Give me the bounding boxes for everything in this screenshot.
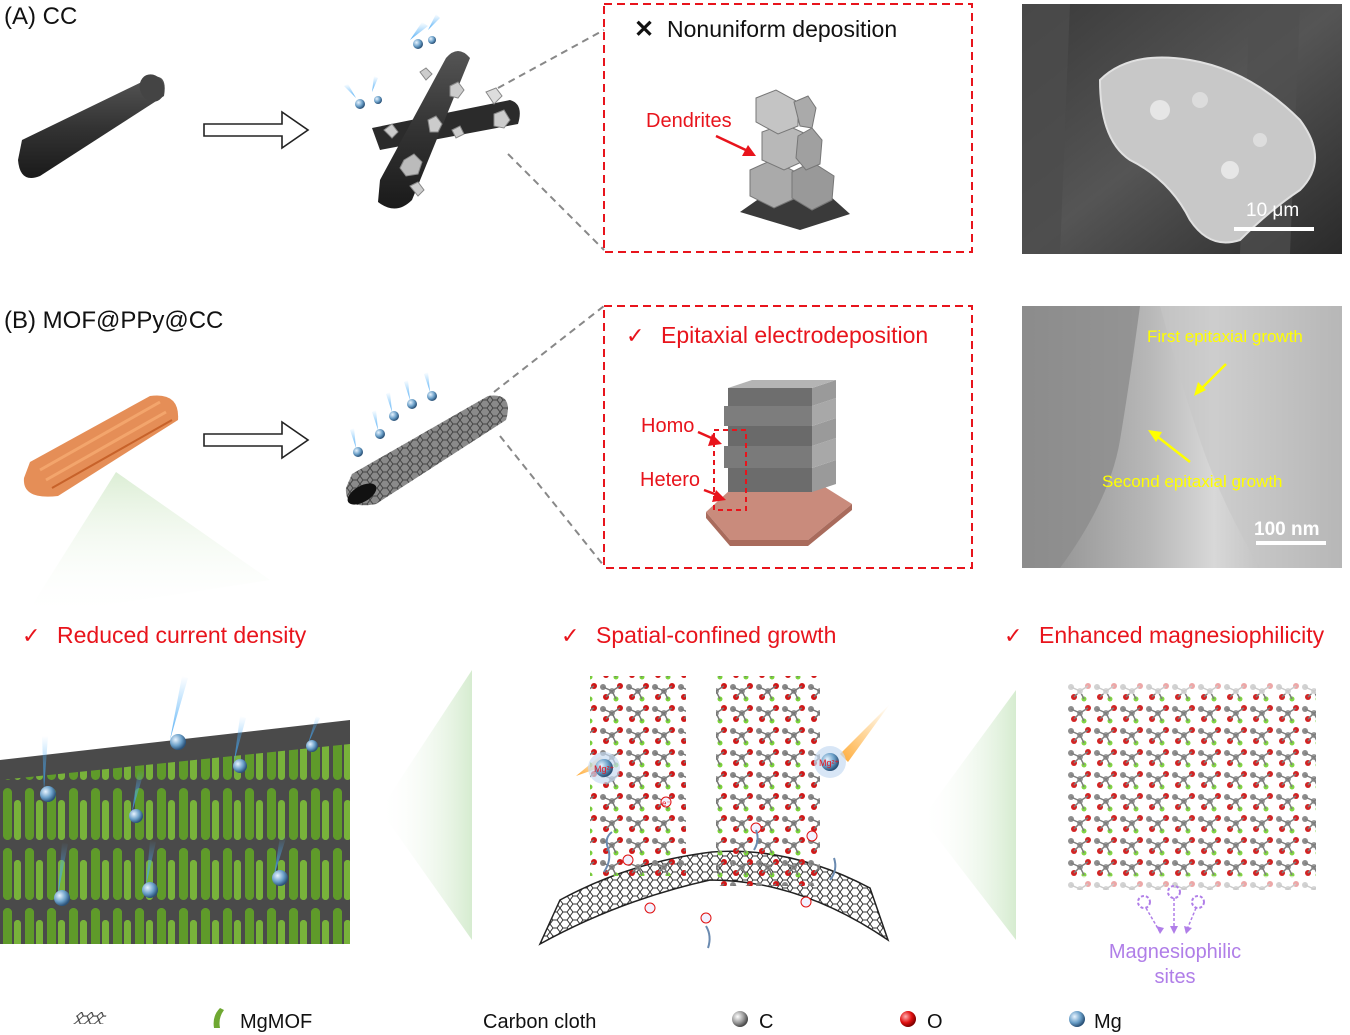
legend-carbon-atom-icon xyxy=(732,1011,748,1027)
mof-forest-illustration xyxy=(0,676,350,944)
scale-bar-a xyxy=(1234,227,1314,231)
feature-magnesiophilicity: Enhanced magnesiophilicity xyxy=(1039,622,1325,648)
callout-title-b: Epitaxial electrodeposition xyxy=(661,322,928,348)
first-growth-arrow xyxy=(1194,363,1227,396)
check-icon-1: ✓ xyxy=(22,623,40,648)
feature-reduced-current: Reduced current density xyxy=(57,622,307,648)
mof-coated-rod xyxy=(345,395,508,506)
first-growth-label: First epitaxial growth xyxy=(1147,327,1303,346)
feature-spatial-confined: Spatial-confined growth xyxy=(596,622,836,648)
zoom-guide-b xyxy=(493,305,605,567)
epitaxial-stack-illustration xyxy=(706,380,852,546)
second-growth-label: Second epitaxial growth xyxy=(1102,472,1283,491)
dendrites-arrow xyxy=(715,134,756,156)
legend-carbon-cloth-icon xyxy=(73,1012,108,1024)
mof-ppy-fiber-bundle xyxy=(23,395,179,497)
scale-bar-label-b: 100 nm xyxy=(1254,519,1319,540)
sem-image-b xyxy=(1022,306,1342,568)
magnesiophilic-sites-label-line2: sites xyxy=(1154,966,1195,988)
legend-carbon-cloth-label: Carbon cloth xyxy=(483,1011,596,1033)
mof-lattice-illustration xyxy=(1066,680,1316,934)
mg-ion-label-right: Mg²⁺ xyxy=(819,758,839,768)
flow-triangle-right xyxy=(922,690,1016,940)
hetero-arrow xyxy=(703,488,726,502)
panel-b-label: (B) MOF@PPy@CC xyxy=(4,307,223,334)
homo-label: Homo xyxy=(641,415,694,437)
legend-mgmof-label: MgMOF xyxy=(240,1011,312,1033)
panel-a-label: (A) CC xyxy=(4,3,77,30)
hetero-label: Hetero xyxy=(640,469,700,491)
callout-box-b xyxy=(603,305,973,569)
process-arrow-b xyxy=(203,420,310,460)
mof-on-graphene-illustration xyxy=(538,676,890,949)
legend-c-label: C xyxy=(759,1011,773,1033)
flow-triangle-left xyxy=(380,670,472,940)
mg-ion-label-left: Mg²⁺ xyxy=(594,764,614,774)
sem-image-a xyxy=(1022,4,1342,254)
scale-bar-b xyxy=(1256,541,1326,545)
process-arrow-a xyxy=(203,110,310,150)
check-icon-b: ✓ xyxy=(626,323,644,348)
check-icon-2: ✓ xyxy=(561,623,579,648)
mg-ion-drops-a xyxy=(344,14,440,109)
magnesiophilic-sites-label-line1: Magnesiophilic xyxy=(1109,941,1241,963)
bare-carbon-rod xyxy=(18,74,165,178)
second-growth-arrow xyxy=(1148,430,1191,463)
scale-bar-label-a: 10 μm xyxy=(1246,200,1299,221)
zoom-cone-b xyxy=(24,472,270,618)
homo-arrow xyxy=(697,430,722,446)
check-icon-3: ✓ xyxy=(1004,623,1022,648)
legend-mg-atom-icon xyxy=(1069,1011,1085,1027)
callout-title-a: Nonuniform deposition xyxy=(667,16,897,42)
legend-oxygen-atom-icon xyxy=(900,1011,916,1027)
legend-mg-label: Mg xyxy=(1094,1011,1122,1033)
zoom-guide-a xyxy=(497,29,605,251)
cc-rods-with-deposits xyxy=(372,51,520,209)
callout-box-a xyxy=(603,3,973,253)
legend: MgMOF Carbon cloth C O Mg xyxy=(73,1008,1122,1033)
dendrite-illustration xyxy=(740,89,850,230)
legend-mgmof-icon xyxy=(213,1008,224,1028)
cross-mark-icon: ✕ xyxy=(634,16,654,43)
mg-ion-drops-b xyxy=(350,372,437,457)
electron-label: e⁻ xyxy=(662,799,671,808)
dendrites-label: Dendrites xyxy=(646,110,732,132)
legend-o-label: O xyxy=(927,1011,943,1033)
